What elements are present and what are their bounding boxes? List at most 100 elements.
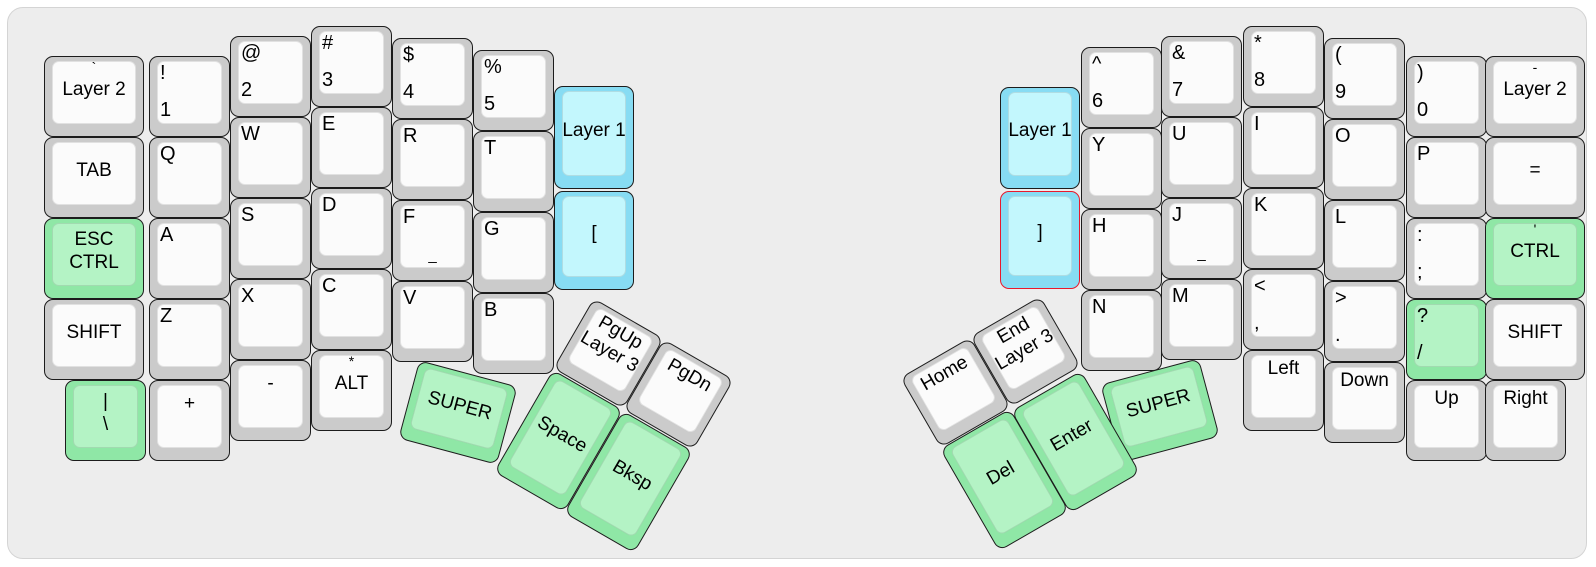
keycap-top-surface [400,205,465,268]
keycap-top-surface [1089,52,1154,115]
key-7[interactable]: &7 [1161,36,1242,117]
key-lbracket[interactable]: [ [554,191,634,290]
key-period[interactable]: >. [1324,281,1405,362]
keycap-top-surface [481,136,546,199]
key-arrow-right[interactable]: Right [1485,380,1566,461]
key-m[interactable]: M [1161,279,1242,360]
key-x[interactable]: X [230,279,311,360]
key-y[interactable]: Y [1081,128,1162,209]
keycap-top-surface [1493,142,1577,205]
keycap-top-surface [481,55,546,118]
keycap-top-surface [52,142,136,205]
key-comma[interactable]: <, [1243,269,1324,350]
keycap-top-surface [1089,295,1154,358]
keycap-top-surface [319,112,384,175]
key-a[interactable]: A [149,218,230,299]
keycap-top-surface [1169,203,1234,266]
keycap-top-surface [481,298,546,361]
key-arrow-down[interactable]: Down [1324,362,1405,443]
keycap-top-surface [157,385,222,448]
key-4[interactable]: $4 [392,38,473,119]
keycap-top-surface [238,284,303,347]
keycap-top-surface [562,91,626,176]
keycap-top-surface [52,304,136,367]
key-super-left[interactable]: SUPER [398,360,518,465]
key-0[interactable]: )0 [1406,56,1487,137]
key-question-slash[interactable]: ?/ [1406,299,1487,380]
keycap-top-surface [73,385,138,448]
key-q[interactable]: Q [149,137,230,218]
keycap-top-surface [1332,43,1397,106]
key-c[interactable]: C [311,269,392,350]
keycap-top-surface [157,142,222,205]
keycap-top-surface [562,196,626,277]
key-z[interactable]: Z [149,299,230,380]
key-arrow-left[interactable]: Left [1243,350,1324,431]
key-s[interactable]: S [230,198,311,279]
keycap-top-surface [409,367,509,451]
keycap-top-surface [157,61,222,124]
key-i[interactable]: I [1243,107,1324,188]
key-layer2-left[interactable]: `Layer 2 [44,56,144,137]
key-layer1-left[interactable]: Layer 1 [554,86,634,189]
key-l[interactable]: L [1324,200,1405,281]
key-w[interactable]: W [230,117,311,198]
key-b[interactable]: B [473,293,554,374]
keycap-top-surface [238,122,303,185]
keycap-top-surface [1414,304,1479,367]
key-shift-right[interactable]: SHIFT [1485,299,1585,380]
keycap-top-surface [400,43,465,106]
keycap-top-surface [1332,286,1397,349]
key-j[interactable]: J_ [1161,198,1242,279]
key-v[interactable]: V [392,281,473,362]
keycap-top-surface [52,223,136,286]
key-9[interactable]: (9 [1324,38,1405,119]
key-5[interactable]: %5 [473,50,554,131]
key-arrow-up[interactable]: Up [1406,380,1487,461]
keycap-top-surface [1089,133,1154,196]
key-rbracket[interactable]: ] [1000,191,1080,289]
key-minus-left[interactable]: - [230,360,311,441]
key-layer2-right[interactable]: -Layer 2 [1485,56,1585,137]
key-tab[interactable]: TAB [44,137,144,218]
keycap-top-surface [1008,196,1072,276]
key-1[interactable]: !1 [149,56,230,137]
key-3[interactable]: #3 [311,26,392,107]
keycap-top-surface [1008,92,1072,176]
key-e[interactable]: E [311,107,392,188]
key-h[interactable]: H [1081,209,1162,290]
keycap-top-surface [1414,61,1479,124]
key-p[interactable]: P [1406,137,1487,218]
key-o[interactable]: O [1324,119,1405,200]
key-u[interactable]: U [1161,117,1242,198]
keycap-top-surface [1251,274,1316,337]
key-quote-ctrl[interactable]: 'CTRL [1485,218,1585,299]
key-semicolon[interactable]: :; [1406,218,1487,299]
key-d[interactable]: D [311,188,392,269]
key-layer1-right[interactable]: Layer 1 [1000,87,1080,189]
keycap-top-surface [1493,385,1558,448]
key-r[interactable]: R [392,119,473,200]
key-g[interactable]: G [473,212,554,293]
keycap-top-surface [1493,304,1577,367]
key-8[interactable]: *8 [1243,26,1324,107]
key-6[interactable]: ^6 [1081,47,1162,128]
keycap-top-surface [319,274,384,337]
keycap-top-surface [1169,122,1234,185]
key-n[interactable]: N [1081,290,1162,371]
key-pipe-backslash[interactable]: |\ [65,380,146,461]
key-t[interactable]: T [473,131,554,212]
key-plus[interactable]: + [149,380,230,461]
key-k[interactable]: K [1243,188,1324,269]
key-f[interactable]: F_ [392,200,473,281]
key-shift-left[interactable]: SHIFT [44,299,144,380]
key-alt[interactable]: *ALT [311,350,392,431]
keycap-top-surface [238,203,303,266]
keycap-top-surface [1251,355,1316,418]
keycap-top-surface [1169,284,1234,347]
key-equals[interactable]: = [1485,137,1585,218]
key-2[interactable]: @2 [230,36,311,117]
keycap-top-surface [238,365,303,428]
